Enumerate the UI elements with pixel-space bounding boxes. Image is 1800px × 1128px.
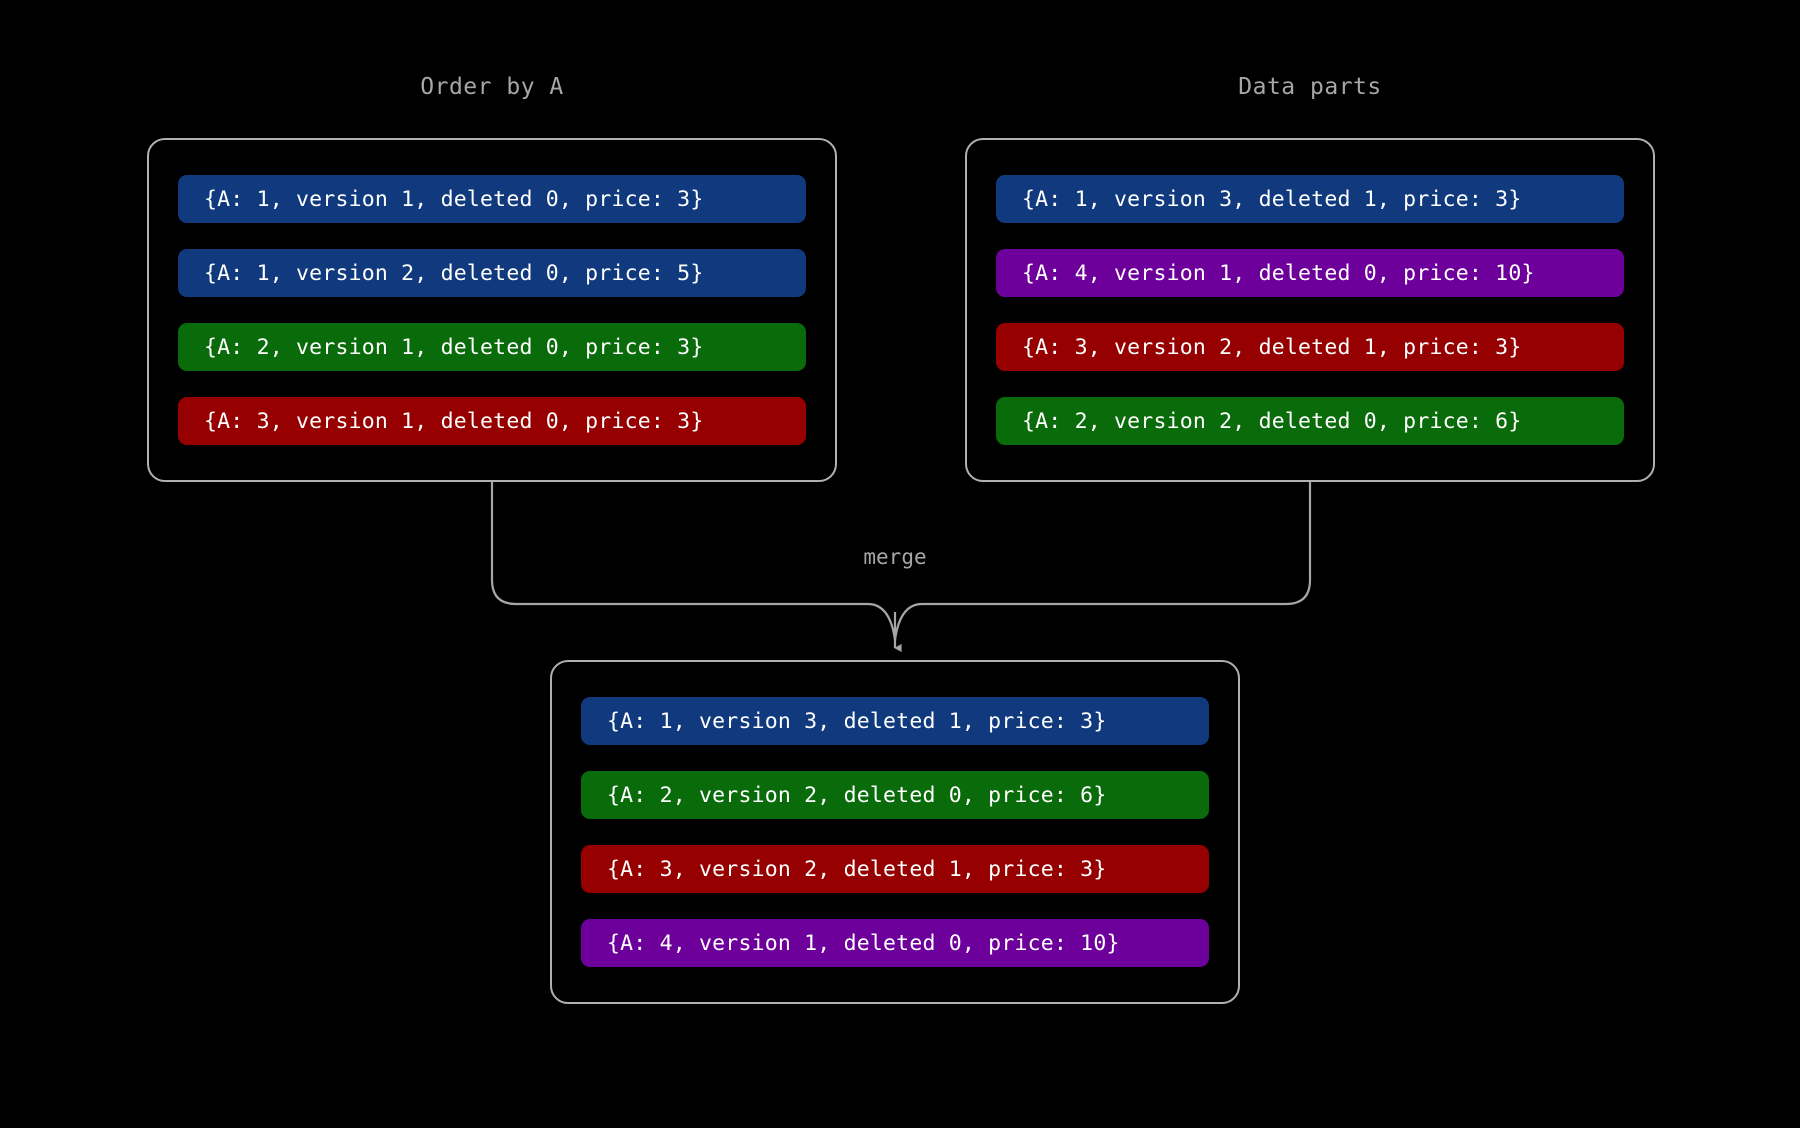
record-row[interactable]: {A: 1, version 3, deleted 1, price: 3}: [996, 175, 1624, 223]
panel-order-by-a-records: {A: 1, version 1, deleted 0, price: 3} {…: [149, 140, 835, 480]
record-row[interactable]: {A: 3, version 2, deleted 1, price: 3}: [581, 845, 1209, 893]
record-row[interactable]: {A: 2, version 2, deleted 0, price: 6}: [581, 771, 1209, 819]
record-row[interactable]: {A: 1, version 1, deleted 0, price: 3}: [178, 175, 806, 223]
panel-merged-result: {A: 1, version 3, deleted 1, price: 3} {…: [550, 660, 1240, 1004]
panel-data-parts: {A: 1, version 3, deleted 1, price: 3} {…: [965, 138, 1655, 482]
merge-label: merge: [863, 545, 927, 569]
record-row[interactable]: {A: 2, version 1, deleted 0, price: 3}: [178, 323, 806, 371]
group-title-data-parts: Data parts: [1238, 74, 1382, 100]
connector-path-right: [893, 480, 1312, 642]
group-title-order-by-a: Order by A: [420, 74, 564, 100]
record-row[interactable]: {A: 1, version 3, deleted 1, price: 3}: [581, 697, 1209, 745]
record-row[interactable]: {A: 4, version 1, deleted 0, price: 10}: [581, 919, 1209, 967]
record-row[interactable]: {A: 3, version 2, deleted 1, price: 3}: [996, 323, 1624, 371]
record-row[interactable]: {A: 3, version 1, deleted 0, price: 3}: [178, 397, 806, 445]
panel-merged-result-records: {A: 1, version 3, deleted 1, price: 3} {…: [552, 662, 1238, 1002]
record-row[interactable]: {A: 4, version 1, deleted 0, price: 10}: [996, 249, 1624, 297]
panel-order-by-a: {A: 1, version 1, deleted 0, price: 3} {…: [147, 138, 837, 482]
record-row[interactable]: {A: 2, version 2, deleted 0, price: 6}: [996, 397, 1624, 445]
connector-path-left: [490, 480, 897, 642]
record-row[interactable]: {A: 1, version 2, deleted 0, price: 5}: [178, 249, 806, 297]
panel-data-parts-records: {A: 1, version 3, deleted 1, price: 3} {…: [967, 140, 1653, 480]
